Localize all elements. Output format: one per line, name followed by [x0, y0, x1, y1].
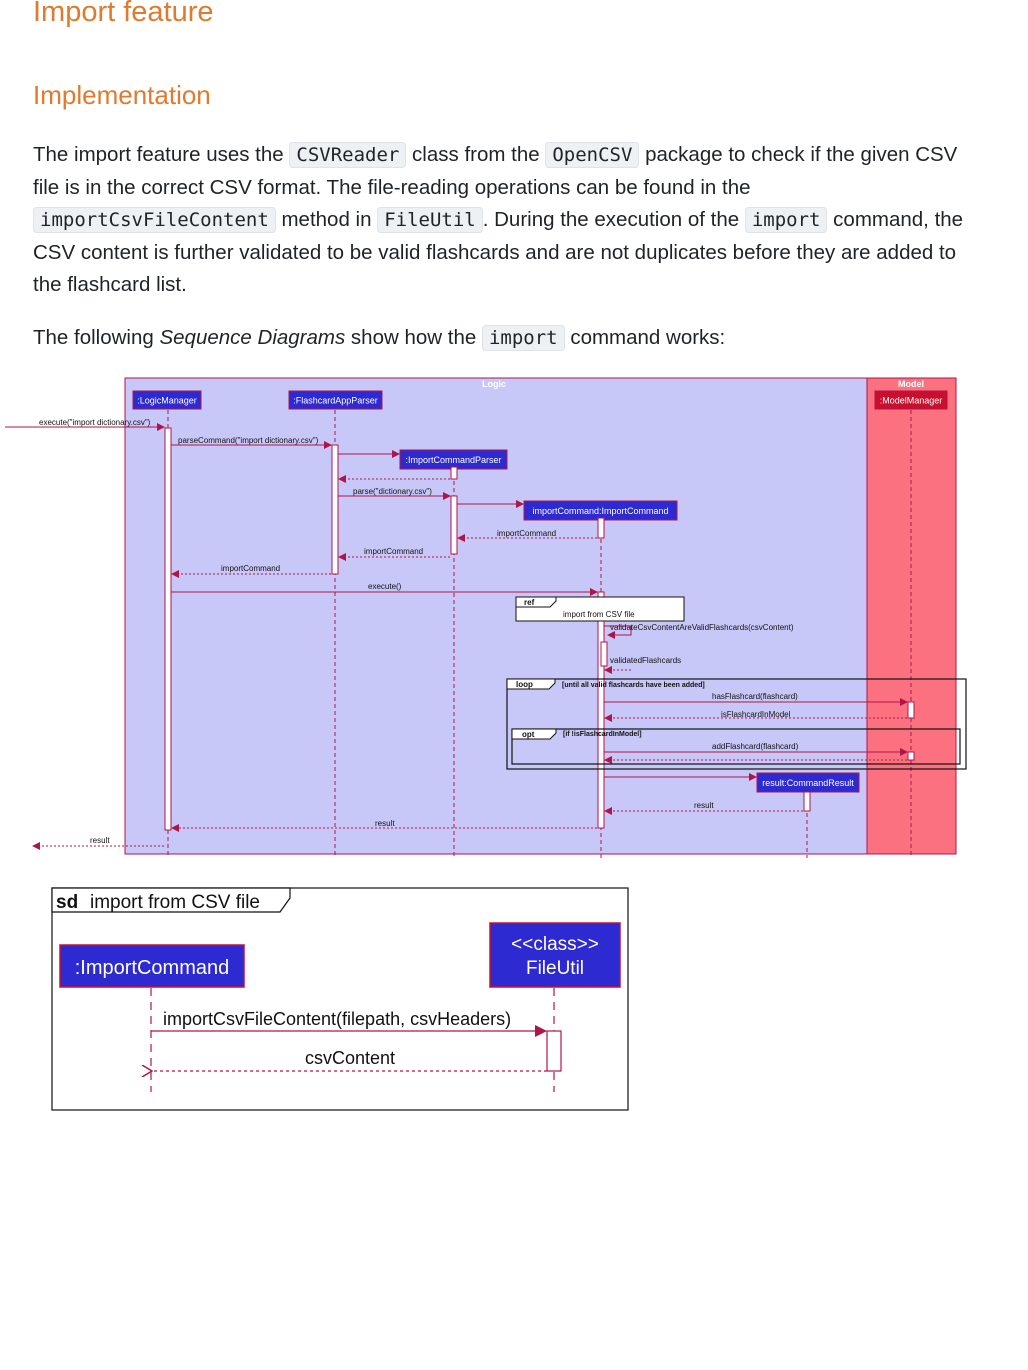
text-run: The following: [33, 326, 160, 349]
message-label: importCommand: [497, 529, 556, 538]
participant-stereotype: <<class>>: [511, 934, 599, 955]
message-label: validateCsvContentAreValidFlashcards(csv…: [610, 623, 794, 632]
ref-tag: ref: [524, 598, 535, 607]
text-run: The import feature uses the: [33, 143, 290, 166]
participant-label: :ModelManager: [880, 396, 943, 406]
participant-file-util: [489, 922, 621, 988]
sd-frame: [51, 887, 629, 1111]
participant-label: :LogicManager: [137, 396, 197, 406]
message-label: parse("dictionary.csv"): [353, 487, 432, 496]
inline-code: import: [744, 207, 828, 233]
message-label: csvContent: [305, 1048, 395, 1068]
text-run: package to check if the given CSV file i…: [33, 143, 958, 199]
participant-label: :ImportCommand: [75, 957, 230, 979]
participant-logic-manager: [132, 390, 202, 410]
text-run: command, the CSV content is further vali…: [33, 208, 964, 296]
participant-label: :FlashcardAppParser: [293, 396, 378, 406]
participant-label: importCommand:ImportCommand: [532, 506, 668, 516]
text-run: . During the execution of the: [482, 208, 745, 231]
opt-guard: [if !isFlashcardInModel]: [563, 731, 642, 738]
message-label: isFlashcardInModel: [721, 710, 791, 719]
participant-label: :ImportCommandParser: [405, 455, 501, 465]
inline-code: OpenCSV: [545, 142, 640, 168]
participant-label: result:CommandResult: [762, 778, 854, 788]
intro-paragraph: The following Sequence Diagrams show how…: [33, 322, 968, 355]
text-run: show how the: [345, 326, 482, 349]
message-label: execute(): [368, 582, 402, 591]
ref-frame: ref import from CSV file: [515, 596, 685, 622]
participant-label: FileUtil: [526, 958, 584, 979]
message-label: hasFlashcard(flashcard): [712, 692, 798, 701]
message-label: result: [90, 836, 110, 845]
logic-label: Logic: [482, 379, 506, 389]
loop-frame: loop [until all valid flashcards have be…: [506, 678, 967, 770]
sd-tag-box: [51, 887, 291, 913]
sequence-diagram-ref: sd import from CSV file :ImportCommand <…: [0, 880, 1028, 1120]
loop-tag: loop: [516, 680, 533, 689]
participant-import-command: [59, 944, 245, 988]
activation-bars: [164, 427, 915, 831]
section-heading: Implementation: [33, 80, 211, 110]
inline-code: import: [481, 325, 565, 351]
inline-code: importCsvFileContent: [33, 207, 276, 233]
page-heading: Import feature: [33, 0, 214, 28]
description-paragraph: The import feature uses the CSVReader cl…: [33, 139, 968, 302]
emphasis: Sequence Diagrams: [159, 326, 346, 349]
inline-code: FileUtil: [377, 207, 483, 233]
message-label: execute("import dictionary.csv"): [39, 418, 151, 427]
message-label: result: [375, 819, 395, 828]
message-label: parseCommand("import dictionary.csv"): [178, 436, 319, 445]
text-run: command works:: [564, 326, 726, 349]
loop-guard: [until all valid flashcards have been ad…: [562, 682, 705, 689]
logic-box: [124, 377, 868, 855]
message-label: importCommand: [364, 547, 423, 556]
text-run: method in: [275, 208, 378, 231]
sequence-diagram-main: Logic Model :LogicManager :FlashcardAppP…: [0, 370, 1028, 860]
sd-title: import from CSV file: [90, 892, 260, 913]
text-run: class from the: [406, 143, 546, 166]
activation-bar: [546, 1030, 562, 1072]
message-label: addFlashcard(flashcard): [712, 742, 799, 751]
participant-model-manager: [874, 390, 948, 410]
message-label: importCommand: [221, 564, 280, 573]
message-label: validatedFlashcards: [610, 656, 681, 665]
message-label: importCsvFileContent(filepath, csvHeader…: [163, 1009, 511, 1029]
inline-code: CSVReader: [289, 142, 407, 168]
opt-tag: opt: [522, 730, 535, 739]
sd-tag: sd: [56, 892, 78, 913]
ref-text: import from CSV file: [563, 610, 635, 619]
participant-parser: [288, 390, 383, 410]
message-label: result: [694, 801, 714, 810]
model-label: Model: [898, 379, 924, 389]
opt-frame: opt [if !isFlashcardInModel]: [511, 728, 961, 765]
